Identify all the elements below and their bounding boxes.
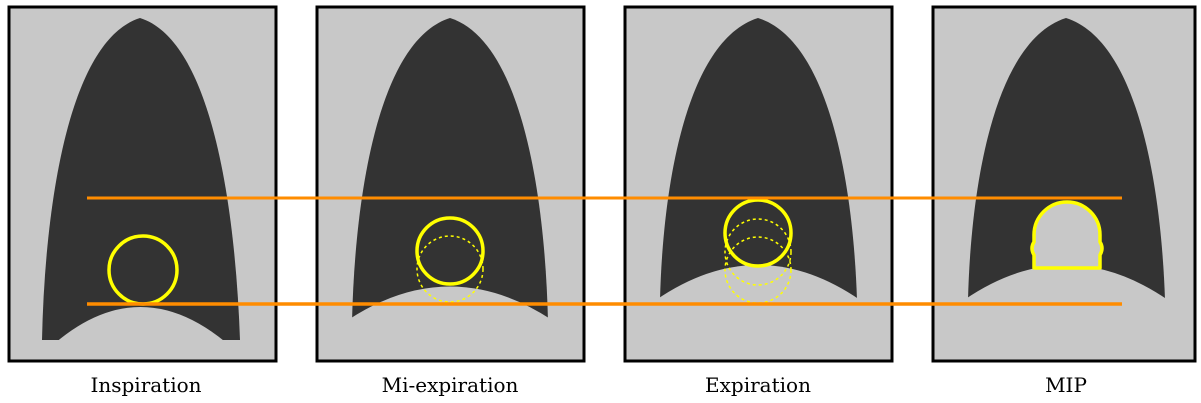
- lung-silhouette: [42, 18, 240, 340]
- previous-tumor-position: [724, 236, 792, 304]
- panel-mi-expiration: Mi-expiration: [315, 5, 586, 397]
- diaphragm-dome: [38, 307, 244, 359]
- diaphragm-dome: [656, 265, 860, 359]
- previous-tumor-position: [724, 218, 792, 286]
- panel-inspiration: Inspiration: [7, 5, 278, 397]
- lung-silhouette: [660, 18, 857, 300]
- panel-expiration: Expiration: [623, 5, 894, 397]
- lung-silhouette: [352, 18, 548, 322]
- tumor-outline: [415, 216, 485, 286]
- lung-silhouette: [968, 18, 1165, 300]
- tumor-outline: [723, 198, 793, 268]
- panel-label: Mi-expiration: [382, 373, 519, 397]
- panel-label: Expiration: [705, 373, 811, 397]
- panel-label: MIP: [1045, 373, 1087, 397]
- previous-tumor-position: [416, 235, 484, 303]
- panel-label: Inspiration: [90, 373, 201, 397]
- diaphragm-dome: [964, 265, 1168, 359]
- tumor-mip-envelope: [1030, 200, 1104, 270]
- panel-mip: MIP: [931, 5, 1197, 397]
